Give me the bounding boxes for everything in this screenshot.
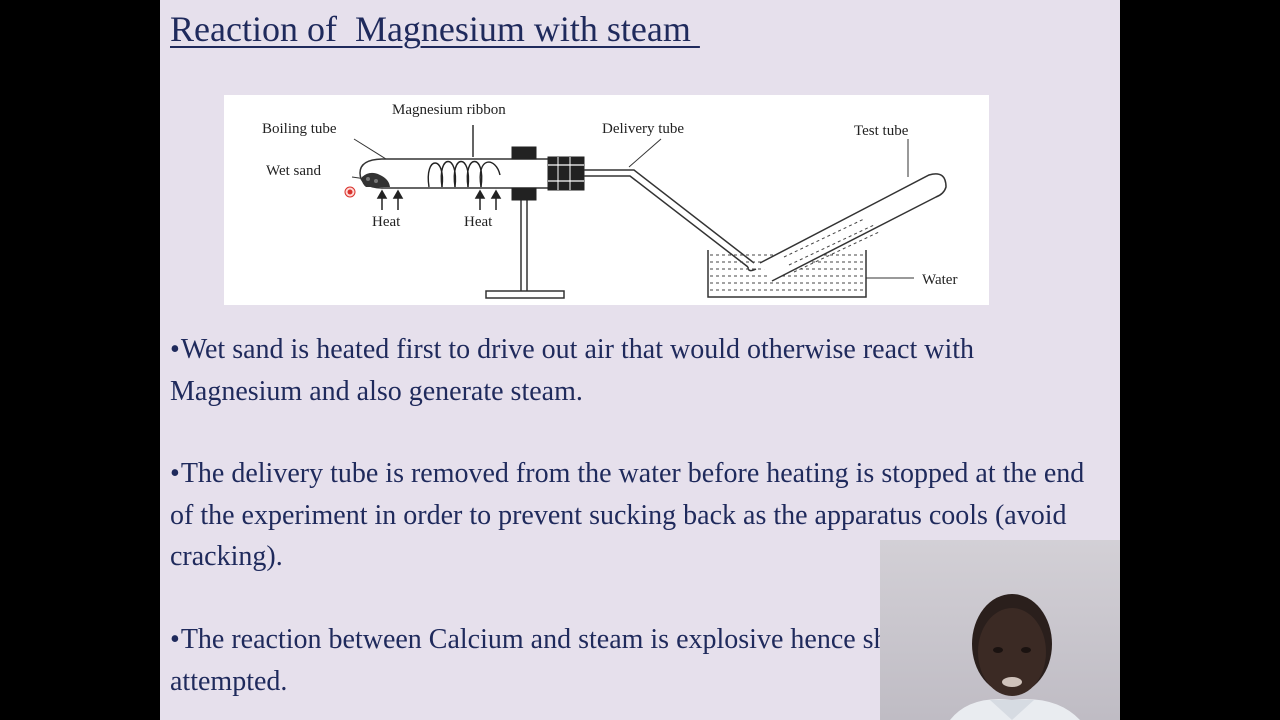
label-heat-right: Heat [464,214,493,230]
bullet-marker: • [170,458,180,489]
heat-arrows [376,189,502,210]
bullet-wet-sand: •Wet sand is heated first to drive out a… [170,329,1100,412]
clamp-and-stopper [511,146,585,201]
label-wet-sand: Wet sand [266,163,322,179]
apparatus-diagram: Magnesium ribbon Boiling tube Delivery t… [224,95,989,305]
label-boiling-tube: Boiling tube [262,121,337,137]
label-delivery-tube: Delivery tube [602,121,684,137]
bullet-text: Wet sand is heated first to drive out ai… [170,334,974,407]
slide-title: Reaction of Magnesium with steam [170,9,700,49]
bullet-marker: • [170,624,180,655]
label-magnesium-ribbon: Magnesium ribbon [392,102,506,118]
label-water: Water [922,272,957,288]
bullet-marker: • [170,334,180,365]
apparatus-diagram-svg: Magnesium ribbon Boiling tube Delivery t… [262,102,957,299]
water-trough [707,250,867,298]
label-heat-left: Heat [372,214,401,230]
laser-pointer-dot [344,186,356,198]
delivery-tube-shape [584,169,757,272]
presentation-slide: Reaction of Magnesium with steam [160,0,1120,720]
test-tube-shape [759,173,947,282]
label-leader-lines [351,138,914,279]
bullet-text: The delivery tube is removed from the wa… [170,458,1085,572]
presenter-avatar-icon [880,540,1120,720]
presenter-webcam [880,540,1120,720]
bullet-delivery-tube: •The delivery tube is removed from the w… [170,453,1100,578]
magnesium-ribbon-coil [427,125,501,188]
wet-sand-blob [361,172,390,187]
label-test-tube: Test tube [854,123,909,139]
